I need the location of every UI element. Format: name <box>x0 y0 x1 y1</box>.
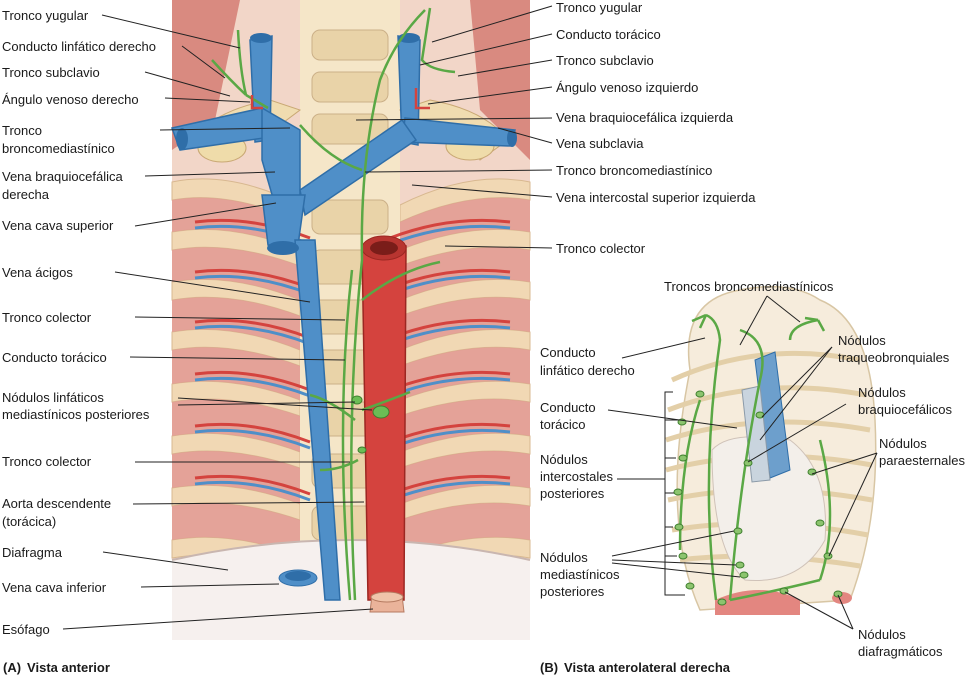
label-nodulos-diafragmaticos-line2: diafragmáticos <box>858 644 943 659</box>
label-nodulos-mediastinicos-line3: posteriores <box>540 584 605 599</box>
superior-vena-cava <box>261 194 306 246</box>
label-tronco-subclavio-left: Tronco subclavio <box>556 53 654 68</box>
label-aorta-descendente-line1: Aorta descendente <box>2 496 112 511</box>
label-conducto-toracico-b-line1: Conducto <box>540 400 596 415</box>
label-nodulos-intercostales-line3: posteriores <box>540 486 605 501</box>
caption-panel-b: (B) Vista anterolateral derecha <box>540 660 730 675</box>
label-tronco-colector-right: Tronco colector <box>556 241 646 256</box>
intercostal-muscles-left <box>172 197 300 556</box>
diaphragm <box>172 540 530 640</box>
label-vena-intercostal-superior-izquierda: Vena intercostal superior izquierda <box>556 190 756 205</box>
label-nodulos-mediastinicos-line2: mediastínicos <box>540 567 620 582</box>
label-nodulos-intercostales-line2: intercostales <box>540 469 613 484</box>
label-vena-braquiocefalica-derecha-line2: derecha <box>2 187 49 202</box>
panel-b-nodes <box>673 390 843 606</box>
label-diafragma: Diafragma <box>2 545 62 560</box>
trachea-b <box>741 385 771 483</box>
label-vena-acigos: Vena ácigos <box>2 265 73 280</box>
caption-panel-a-letter: (A) <box>3 660 22 675</box>
label-conducto-toracico-a: Conducto torácico <box>2 350 107 365</box>
caption-panel-a-text: Vista anterior <box>27 660 110 675</box>
label-tronco-colector-2: Tronco colector <box>2 454 92 469</box>
label-vena-braquiocefalica-derecha-line1: Vena braquiocefálica <box>2 169 123 184</box>
label-conducto-toracico-b-line2: torácico <box>540 417 586 432</box>
label-nodulos-diafragmaticos-line1: Nódulos <box>858 627 906 642</box>
panel-b-lymph-paths <box>678 313 832 602</box>
label-nodulos-linfaticos-line1: Nódulos linfáticos <box>2 390 104 405</box>
azygos-vein <box>294 239 341 601</box>
panel-a-artwork <box>171 0 531 640</box>
caption-panel-b-text: Vista anterolateral derecha <box>564 660 730 675</box>
label-nodulos-linfaticos-line2: mediastínicos posteriores <box>2 407 150 422</box>
panel-b-artwork <box>665 285 877 615</box>
label-esofago: Esófago <box>2 622 50 637</box>
diaphragm-b <box>715 590 800 615</box>
panel-b-leaders <box>607 295 878 630</box>
thoracic-duct <box>350 9 426 601</box>
subclavian-cut-right <box>176 128 188 150</box>
subclavian-cut-left <box>507 129 517 147</box>
label-nodulos-braquiocefalicos-line1: Nódulos <box>858 385 906 400</box>
label-nodulos-traqueobronquiales-line2: traqueobronquiales <box>838 350 950 365</box>
lymphatic-vessels <box>211 7 456 601</box>
label-tronco-yugular-right: Tronco yugular <box>2 8 89 23</box>
label-conducto-linfatico-derecho: Conducto linfático derecho <box>2 39 156 54</box>
label-nodulos-braquiocefalicos-line2: braquiocefálicos <box>858 402 952 417</box>
panel-a-leaders <box>62 5 553 630</box>
label-nodulos-mediastinicos-line1: Nódulos <box>540 550 588 565</box>
label-tronco-colector-1: Tronco colector <box>2 310 92 325</box>
label-tronco-yugular-left: Tronco yugular <box>556 0 643 15</box>
label-conducto-linfatico-derecho-b-line1: Conducto <box>540 345 596 360</box>
label-conducto-linfatico-derecho-b-line2: linfático derecho <box>540 363 635 378</box>
posterior-mediastinal-nodes <box>351 395 390 454</box>
label-aorta-descendente-line2: (torácica) <box>2 514 57 529</box>
neck-muscle-left <box>172 0 240 150</box>
right-venous-angle-marker <box>250 95 263 110</box>
label-vena-braquiocefalica-izquierda: Vena braquiocefálica izquierda <box>556 110 734 125</box>
label-angulo-venoso-derecho: Ángulo venoso derecho <box>2 92 139 107</box>
svc-cut <box>267 241 299 255</box>
label-nodulos-traqueobronquiales-line1: Nódulos <box>838 333 886 348</box>
label-tronco-broncomediastinico-left: Tronco broncomediastínico <box>556 163 713 178</box>
label-vena-cava-inferior: Vena cava inferior <box>2 580 107 595</box>
label-tronco-subclavio-right: Tronco subclavio <box>2 65 100 80</box>
label-angulo-venoso-izquierdo: Ángulo venoso izquierdo <box>556 80 699 95</box>
label-troncos-broncomediastinicos: Troncos broncomediastínicos <box>664 279 834 294</box>
label-tronco-broncomediastinico-right-line2: broncomediastínico <box>2 141 115 156</box>
neck-muscle-right <box>470 0 530 160</box>
label-nodulos-paraesternales-line1: Nódulos <box>879 436 927 451</box>
label-nodulos-paraesternales-line2: paraesternales <box>879 453 965 468</box>
descending-aorta <box>361 245 407 601</box>
label-vena-cava-superior: Vena cava superior <box>2 218 114 233</box>
label-vena-subclavia: Vena subclavia <box>556 136 644 151</box>
label-nodulos-intercostales-line1: Nódulos <box>540 452 588 467</box>
left-venous-angle-marker <box>414 88 430 110</box>
caption-panel-a: (A) Vista anterior <box>3 660 110 675</box>
label-conducto-toracico-right: Conducto torácico <box>556 27 661 42</box>
label-tronco-broncomediastinico-right-line1: Tronco <box>2 123 42 138</box>
jugular-cut-right <box>250 33 272 43</box>
caption-panel-b-letter: (B) <box>540 660 559 675</box>
